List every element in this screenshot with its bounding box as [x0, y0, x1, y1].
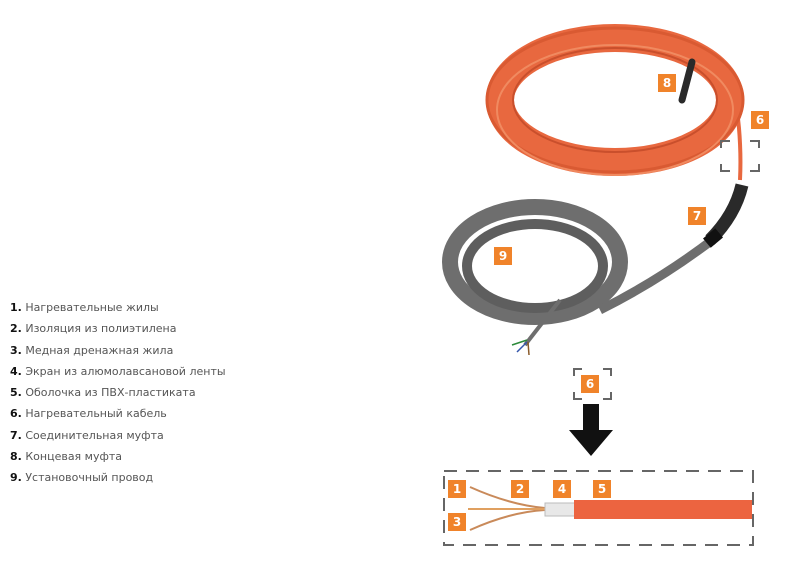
legend-number: 7. — [10, 428, 22, 442]
legend-label: Нагревательный кабель — [25, 407, 167, 421]
legend-number: 6. — [10, 407, 22, 421]
legend-number: 5. — [10, 386, 22, 400]
legend-label: Оболочка из ПВХ-пластиката — [25, 386, 196, 400]
legend-label: Медная дренажная жила — [25, 343, 174, 357]
cross-section-frame — [443, 470, 754, 546]
legend-item: 1. Нагревательные жилы — [10, 301, 226, 322]
joint-sleeve-ring — [703, 228, 723, 248]
legend-number: 4. — [10, 364, 22, 378]
legend-item: 8. Концевая муфта — [10, 450, 226, 471]
arrow-down-icon — [569, 404, 613, 456]
detail-marker-frame — [720, 140, 760, 172]
callout-badge-3: 3 — [448, 513, 466, 531]
detail-marker-frame-lower — [573, 368, 612, 400]
wire-ends — [511, 339, 530, 356]
installation-wire-coil — [442, 199, 718, 347]
legend-item: 7. Соединительная муфта — [10, 429, 226, 450]
component-legend: 1. Нагревательные жилы 2. Изоляция из по… — [10, 301, 226, 493]
legend-number: 3. — [10, 343, 22, 357]
legend-label: Изоляция из полиэтилена — [25, 322, 177, 336]
callout-badge-7: 7 — [688, 207, 706, 225]
callout-badge-6: 6 — [751, 111, 769, 129]
end-sleeve — [678, 58, 696, 104]
legend-label: Установочный провод — [25, 471, 154, 485]
legend-item: 6. Нагревательный кабель — [10, 407, 226, 428]
callout-badge-9: 9 — [494, 247, 512, 265]
legend-item: 9. Установочный провод — [10, 471, 226, 492]
legend-item: 2. Изоляция из полиэтилена — [10, 322, 226, 343]
legend-item: 3. Медная дренажная жила — [10, 344, 226, 365]
legend-number: 2. — [10, 322, 22, 336]
legend-label: Экран из алюмолавсановой ленты — [25, 364, 226, 378]
callout-badge-2: 2 — [511, 480, 529, 498]
legend-number: 9. — [10, 471, 22, 485]
legend-label: Нагревательные жилы — [25, 301, 159, 314]
callout-badge-4: 4 — [553, 480, 571, 498]
legend-number: 8. — [10, 450, 22, 464]
callout-badge-8: 8 — [658, 74, 676, 92]
legend-label: Соединительная муфта — [25, 428, 164, 442]
legend-number: 1. — [10, 301, 22, 314]
legend-label: Концевая муфта — [25, 450, 123, 464]
callout-badge-6-lower: 6 — [581, 375, 599, 393]
legend-item: 4. Экран из алюмолавсановой ленты — [10, 365, 226, 386]
cable-cross-section — [468, 486, 752, 531]
heating-cable-coil — [485, 24, 745, 176]
legend-item: 5. Оболочка из ПВХ-пластиката — [10, 386, 226, 407]
callout-badge-1: 1 — [448, 480, 466, 498]
callout-badge-5: 5 — [593, 480, 611, 498]
